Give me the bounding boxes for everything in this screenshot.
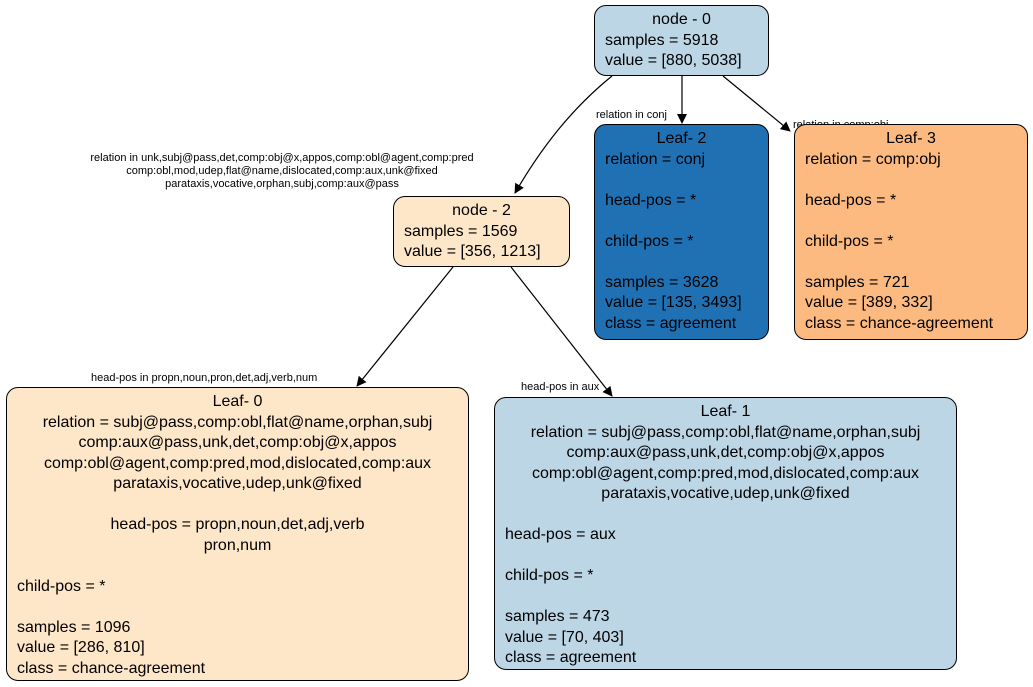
- node-line: class = agreement: [505, 649, 637, 666]
- node-title: node - 2: [452, 202, 511, 219]
- node-line: value = [70, 403]: [505, 628, 624, 646]
- node-line: comp:obl@agent,comp:pred,mod,dislocated,…: [43, 454, 432, 472]
- edge-label-leaf2: relation in conj: [596, 109, 667, 121]
- node-line: value = [389, 332]: [805, 294, 933, 311]
- tree-node-0: node - 0 samples = 5918 value = [880, 50…: [594, 5, 769, 76]
- node-line: [605, 170, 758, 191]
- node-line: value = [880, 5038]: [605, 52, 742, 69]
- edge-node2-leaf0: [356, 266, 454, 387]
- node-title: Leaf- 2: [656, 130, 707, 147]
- node-line: relation = conj: [605, 150, 706, 168]
- node-title: Leaf- 1: [700, 403, 751, 420]
- node-line: [505, 505, 946, 526]
- node-line: [805, 252, 1017, 273]
- node-line: child-pos = *: [17, 577, 106, 595]
- node-line: comp:aux@pass,unk,det,comp:obj@x,appos: [78, 434, 397, 451]
- tree-leaf-2: Leaf- 2 relation = conj head-pos = * chi…: [594, 124, 769, 340]
- node-line: [805, 170, 1017, 191]
- node-line: comp:aux@pass,unk,det,comp:obj@x,appos: [566, 444, 885, 461]
- node-line: [17, 597, 458, 618]
- edge-label-leaf1: head-pos in aux: [521, 381, 600, 393]
- node-line: head-pos = *: [805, 191, 897, 209]
- node-line: head-pos = *: [605, 191, 697, 209]
- node-line: samples = 1569: [404, 222, 518, 240]
- node-title: node - 0: [652, 11, 711, 28]
- node-line: samples = 721: [805, 273, 910, 291]
- node-line: relation = comp:obj: [805, 150, 941, 168]
- node-line: [505, 546, 946, 567]
- node-line: head-pos = aux: [505, 526, 616, 543]
- tree-leaf-0: Leaf- 0 relation = subj@pass,comp:obl,fl…: [6, 387, 469, 681]
- node-line: parataxis,vocative,udep,unk@fixed: [113, 475, 362, 492]
- node-line: samples = 3628: [605, 273, 719, 291]
- node-line: [17, 556, 458, 577]
- node-line: value = [286, 810]: [17, 639, 145, 656]
- node-line: child-pos = *: [605, 232, 694, 250]
- node-line: value = [356, 1213]: [404, 243, 541, 260]
- node-line: samples = 5918: [605, 31, 719, 49]
- node-line: [17, 495, 458, 516]
- node-line: head-pos = propn,noun,det,adj,verb: [110, 516, 365, 533]
- edge-node0-node2: [514, 75, 613, 194]
- edge-node0-leaf3: [722, 75, 791, 132]
- tree-leaf-3: Leaf- 3 relation = comp:obj head-pos = *…: [794, 124, 1028, 340]
- tree-leaf-1: Leaf- 1 relation = subj@pass,comp:obl,fl…: [494, 397, 957, 670]
- node-line: samples = 473: [505, 608, 610, 625]
- edge-label-leaf0: head-pos in propn,noun,pron,det,adj,verb…: [91, 372, 318, 384]
- node-line: parataxis,vocative,udep,unk@fixed: [601, 485, 850, 502]
- node-line: value = [135, 3493]: [605, 294, 742, 311]
- node-line: relation = subj@pass,comp:obl,flat@name,…: [530, 423, 921, 441]
- edge-label-node2: relation in unk,subj@pass,det,comp:obj@x…: [90, 152, 474, 190]
- node-line: [605, 211, 758, 232]
- node-title: Leaf- 3: [886, 130, 936, 147]
- node-line: class = chance-agreement: [17, 659, 206, 677]
- node-line: samples = 1096: [17, 618, 131, 636]
- node-line: class = chance-agreement: [805, 314, 994, 332]
- node-line: [505, 587, 946, 608]
- node-title: Leaf- 0: [212, 393, 263, 410]
- node-line: comp:obl@agent,comp:pred,mod,dislocated,…: [531, 464, 920, 482]
- tree-node-2: node - 2 samples = 1569 value = [356, 12…: [393, 196, 570, 267]
- node-line: child-pos = *: [805, 232, 894, 250]
- node-line: relation = subj@pass,comp:obl,flat@name,…: [42, 413, 433, 431]
- node-line: [605, 252, 758, 273]
- edge-node2-leaf1: [510, 266, 613, 397]
- node-line: child-pos = *: [505, 567, 594, 584]
- node-line: pron,num: [203, 536, 272, 554]
- node-line: [805, 211, 1017, 232]
- node-line: class = agreement: [605, 314, 737, 332]
